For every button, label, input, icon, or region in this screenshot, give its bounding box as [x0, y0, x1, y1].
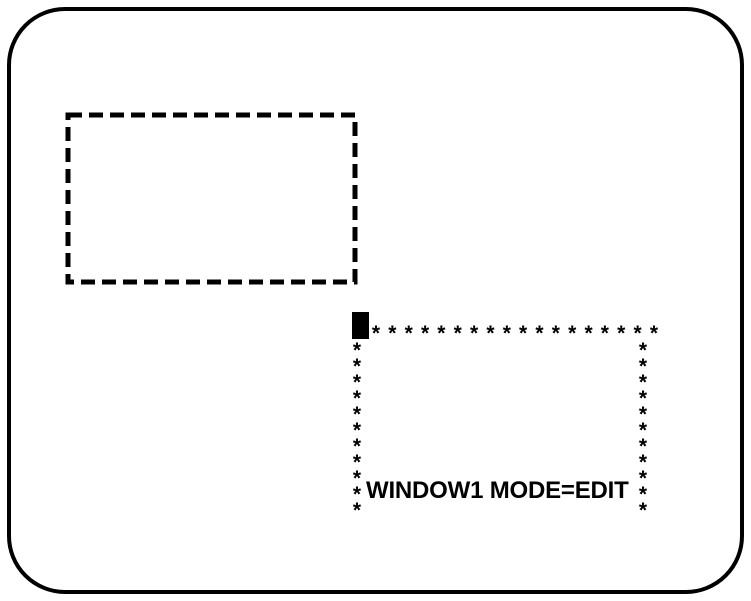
ascii-border-left-glyph: *: [352, 499, 362, 522]
ascii-border-left-glyph: *: [352, 467, 362, 490]
ascii-border-top-glyph: *: [649, 322, 659, 345]
block-cursor: [352, 312, 369, 339]
ascii-border-top-glyph: *: [535, 322, 544, 345]
ascii-border-top-glyph: *: [453, 322, 462, 345]
ascii-border-top-glyph: *: [371, 322, 381, 345]
dashed-window-outline[interactable]: [65, 112, 358, 285]
ascii-border-top-glyph: *: [502, 322, 511, 345]
ascii-border-left-glyph: *: [352, 403, 362, 426]
ascii-border-top-glyph: *: [584, 322, 593, 345]
ascii-border-left-glyph: *: [352, 419, 362, 442]
ascii-border-left-glyph: *: [352, 435, 362, 458]
ascii-border-left-glyph: *: [352, 483, 362, 506]
ascii-border-top-glyph: *: [617, 322, 626, 345]
ascii-border-right-glyph: *: [638, 419, 648, 442]
ascii-border-top-glyph: *: [420, 322, 430, 345]
ascii-border-top-glyph: *: [568, 322, 577, 345]
ascii-border-left-glyph: *: [352, 355, 362, 378]
ascii-border-top-glyph: *: [519, 322, 528, 345]
ascii-border-top-glyph: *: [633, 322, 642, 345]
ascii-border-right-glyph: *: [638, 355, 648, 378]
ascii-border-left-glyph: *: [352, 339, 362, 362]
ascii-border-left-glyph: *: [352, 371, 362, 394]
ascii-border-top-glyph: *: [404, 322, 413, 345]
ascii-border-top-glyph: *: [600, 322, 609, 345]
ascii-border-top-glyph: *: [437, 322, 446, 345]
ascii-window[interactable]: ****************************************…: [348, 310, 658, 521]
bezel-outline: [7, 7, 744, 594]
ascii-border-top-glyph: *: [470, 322, 479, 345]
ascii-border-right-glyph: *: [638, 371, 648, 394]
ascii-border-right-glyph: *: [638, 483, 648, 506]
ascii-border-left-glyph: *: [352, 451, 362, 474]
ascii-border-right-glyph: *: [638, 467, 648, 490]
ascii-border-right-glyph: *: [638, 451, 648, 474]
ascii-border-right-glyph: *: [638, 499, 648, 522]
ascii-border-top-glyph: *: [486, 322, 495, 345]
ascii-border-right-glyph: *: [638, 339, 648, 362]
ascii-border-top-glyph: *: [388, 322, 397, 345]
ascii-border-right-glyph: *: [638, 387, 648, 410]
window-status-line: WINDOW1 MODE=EDIT: [366, 477, 629, 504]
ascii-border-left-glyph: *: [352, 387, 362, 410]
ascii-border-right-glyph: *: [638, 435, 648, 458]
ascii-border-right-glyph: *: [638, 403, 648, 426]
ascii-border-top-glyph: *: [551, 322, 560, 345]
